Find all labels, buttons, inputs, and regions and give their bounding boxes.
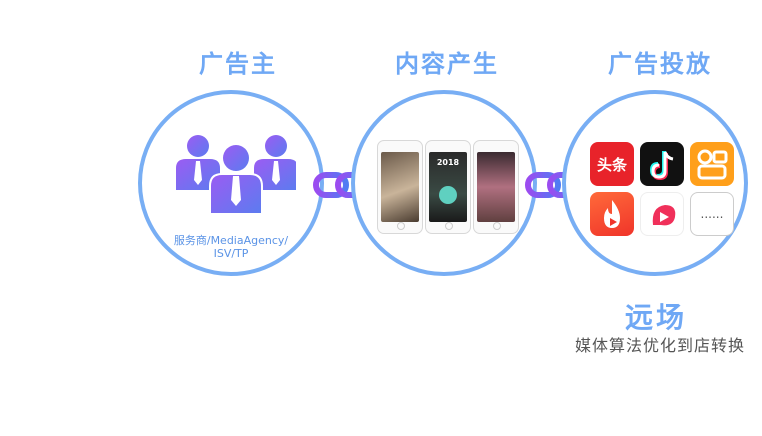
phone-2018-text: 2018 bbox=[436, 158, 460, 167]
huoshan-app-icon bbox=[590, 192, 634, 236]
people-icon bbox=[176, 135, 296, 215]
content-circle: 2018 bbox=[351, 90, 537, 276]
advertiser-caption-line2: ISV/TP bbox=[213, 247, 249, 260]
delivery-circle: 头条 ...... bbox=[562, 90, 748, 276]
more-apps-label: ...... bbox=[700, 207, 724, 221]
pipixia-app-icon bbox=[640, 192, 684, 236]
phone-mockup-3 bbox=[473, 140, 519, 234]
delivery-title: 广告投放 bbox=[608, 50, 712, 78]
phone-mockup-2: 2018 bbox=[425, 140, 471, 234]
douyin-app-icon bbox=[640, 142, 684, 186]
toutiao-label: 头条 bbox=[596, 155, 627, 174]
content-title: 内容产生 bbox=[395, 50, 499, 78]
advertiser-title: 广告主 bbox=[199, 50, 277, 78]
xigua-app-icon bbox=[690, 142, 734, 186]
advertiser-caption-line1: 服务商/MediaAgency/ bbox=[173, 234, 289, 247]
advertiser-circle: 服务商/MediaAgency/ ISV/TP bbox=[138, 90, 324, 276]
phone-mockup-1 bbox=[377, 140, 423, 234]
far-field-title: 远场 bbox=[624, 301, 687, 334]
more-apps-icon: ...... bbox=[690, 192, 734, 236]
toutiao-app-icon: 头条 bbox=[590, 142, 634, 186]
far-field-subtitle: 媒体算法优化到店转换 bbox=[574, 336, 745, 355]
